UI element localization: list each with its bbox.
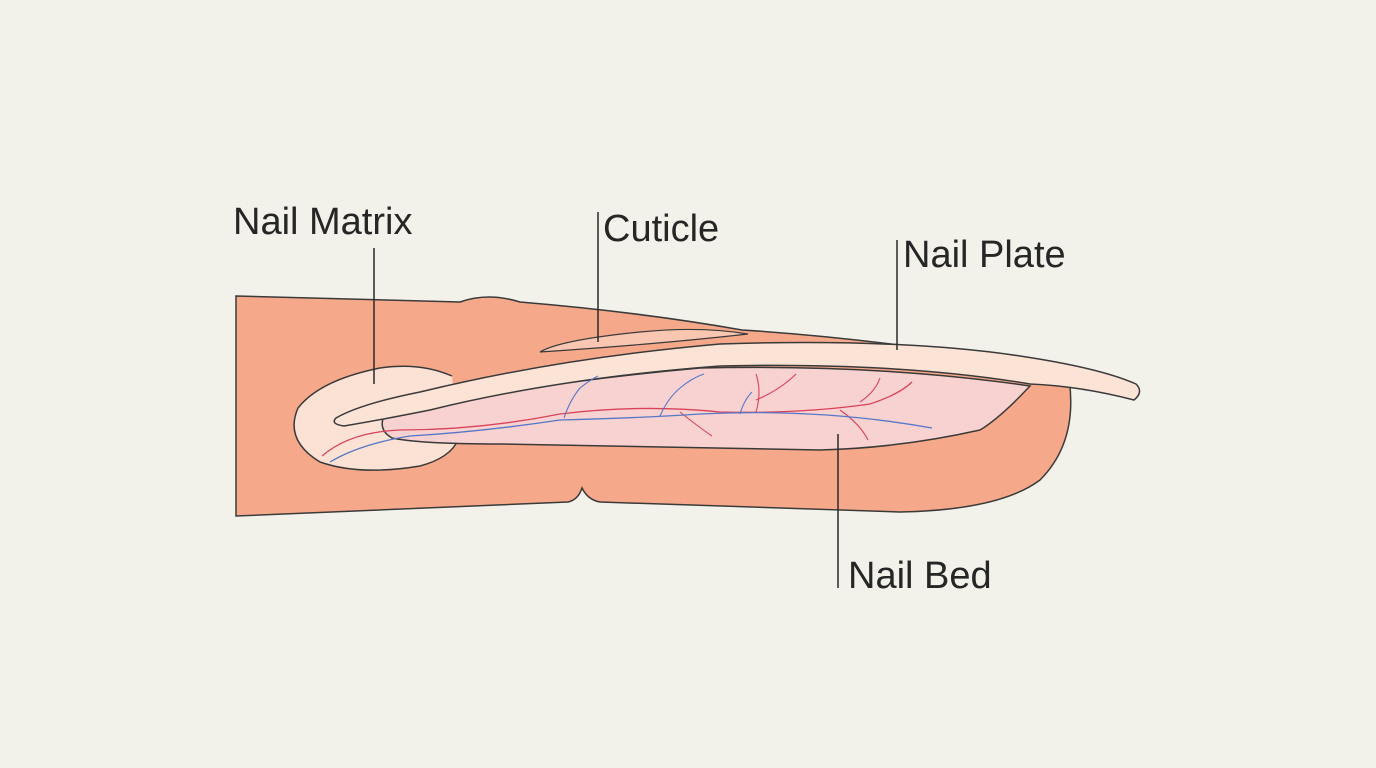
cuticle-fold: [539, 328, 749, 353]
artery-vessel: [321, 381, 913, 457]
vein-branch: [563, 373, 753, 419]
nail-bed-label: Nail Bed: [848, 555, 992, 597]
artery-branch: [679, 373, 881, 441]
nail-plate: [333, 341, 1141, 427]
nail-matrix-label: Nail Matrix: [233, 201, 413, 243]
nail-plate-label: Nail Plate: [903, 234, 1066, 276]
cuticle-label: Cuticle: [603, 208, 720, 250]
vein-vessel: [329, 411, 933, 463]
